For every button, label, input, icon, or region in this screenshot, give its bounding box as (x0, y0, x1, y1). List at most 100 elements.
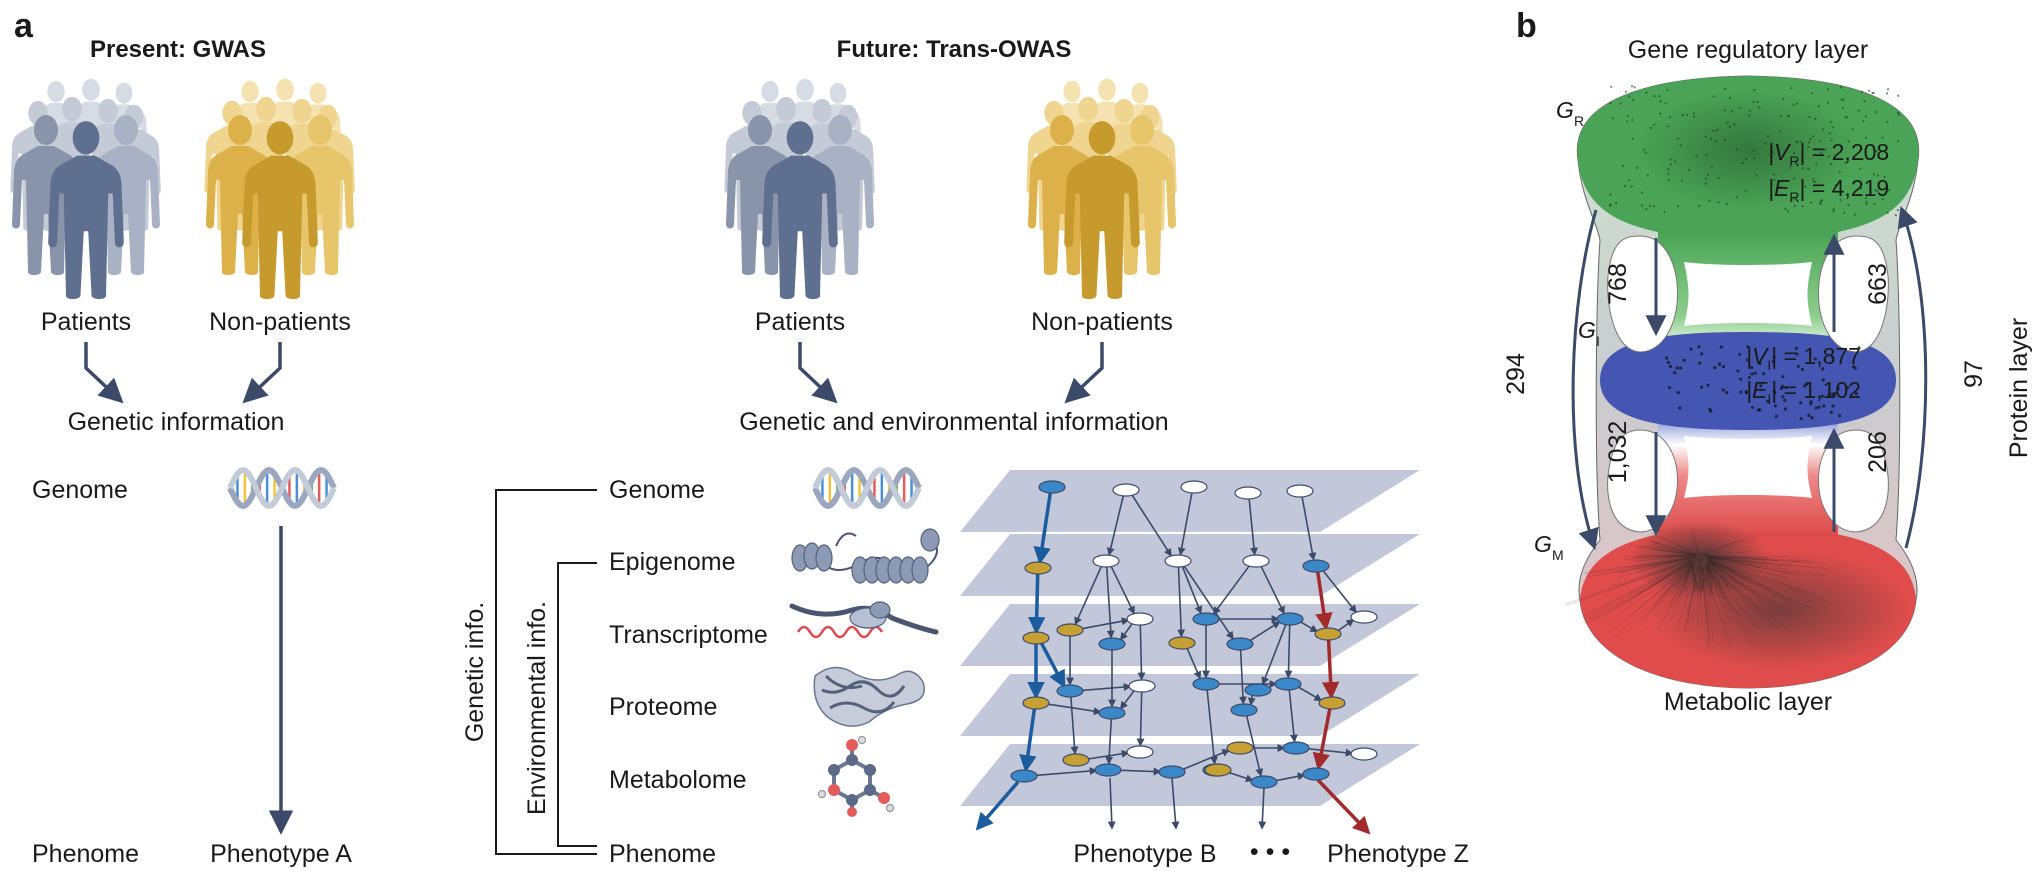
epigenome-chromatin-icon (791, 528, 940, 584)
network-node (1180, 480, 1208, 494)
network-node (1128, 679, 1156, 693)
network-edge (1186, 647, 1202, 680)
count-768: 768 (1604, 263, 1632, 305)
network-node (1092, 554, 1120, 568)
layer-plane (960, 534, 1420, 596)
network-edge (1136, 691, 1145, 747)
network-node (1226, 637, 1254, 651)
patients-crowd-present (10, 78, 161, 300)
network-node (1204, 763, 1232, 777)
network-node (1250, 775, 1278, 789)
phenotype-z-label: Phenotype Z (1327, 840, 1469, 868)
present-info-label: Genetic information (68, 408, 285, 436)
svg-text:|ER| = 4,219: |ER| = 4,219 (1768, 175, 1889, 205)
network-node (1234, 486, 1262, 500)
patients-crowd-future (724, 78, 875, 300)
network-edge (1074, 565, 1103, 626)
future-title: Future: Trans-OWAS (837, 36, 1072, 63)
protein-layer-label: Protein layer (2005, 318, 2033, 458)
network-node (1158, 765, 1186, 779)
network-edge (1019, 708, 1037, 773)
network-node (1098, 637, 1126, 651)
network-edge (1298, 620, 1319, 633)
network-edge (1284, 624, 1293, 679)
network-edge (1305, 747, 1354, 757)
network-edge (1273, 772, 1306, 782)
network-edge (1117, 767, 1162, 776)
network-edge (1181, 566, 1203, 615)
network-node (1244, 683, 1272, 697)
present-phenome-label: Phenome (32, 840, 139, 868)
phenotype-a-label: Phenotype A (210, 840, 352, 868)
network-node (1062, 753, 1090, 767)
dna-icon (227, 466, 337, 510)
er-stat: |ER| = 4,219 (1768, 175, 1889, 205)
network-edge (1120, 622, 1134, 641)
count-206: 206 (1864, 431, 1892, 473)
svg-text:G: G (1534, 531, 1552, 557)
network-edge (1312, 708, 1332, 771)
network-edge (1177, 566, 1186, 638)
layer-phenome-label: Phenome (609, 840, 716, 868)
count-97: 97 (1960, 360, 1988, 388)
network-edge (1296, 685, 1323, 702)
network-edge (1085, 749, 1130, 761)
network-edge (1105, 566, 1115, 639)
person-icon (242, 121, 318, 300)
person-icon (48, 121, 124, 300)
network-edge (1248, 621, 1281, 642)
svg-text:|EI| = 1,102: |EI| = 1,102 (1746, 377, 1861, 407)
gm-label: G M (1534, 531, 1564, 563)
network-node (1094, 763, 1122, 777)
network-node (1226, 741, 1254, 755)
network-edge (1212, 565, 1251, 615)
phenotype-edge (975, 780, 1020, 831)
network-edge (1248, 498, 1258, 556)
network-edge (1033, 767, 1098, 777)
person-icon (1064, 121, 1140, 300)
network-edge (1039, 642, 1066, 689)
network-node (1242, 554, 1270, 568)
count-663: 663 (1864, 263, 1892, 305)
phenotype-b-label: Phenotype B (1073, 840, 1216, 868)
metabolome-molecule-icon (818, 736, 894, 817)
network-node (1010, 769, 1038, 783)
network-edge (1177, 492, 1193, 556)
transcriptome-mrna-icon (789, 601, 939, 639)
network-node (1350, 747, 1378, 761)
future-patients-label: Patients (755, 308, 845, 336)
network-node (1314, 627, 1342, 641)
svg-text:R: R (1574, 113, 1584, 129)
panel-a-letter: a (14, 7, 34, 45)
network-edge (1260, 565, 1285, 615)
network-node (1274, 677, 1302, 691)
network-edge (1238, 649, 1247, 705)
layer-proteome-label: Proteome (609, 693, 717, 721)
count-294: 294 (1502, 353, 1530, 395)
future-info-label: Genetic and environmental information (739, 408, 1168, 436)
network-node (1038, 480, 1066, 494)
network-edge (1131, 494, 1172, 557)
layer-metabolome-label: Metabolome (609, 766, 747, 794)
network-node (1024, 561, 1052, 575)
present-nonpatients-label: Non-patients (209, 308, 351, 336)
network-edge (1322, 569, 1357, 614)
network-node (1302, 767, 1330, 781)
network-node (1350, 610, 1378, 624)
network-edges (975, 492, 1371, 835)
network-edge (1119, 689, 1136, 710)
network-node (1126, 745, 1154, 759)
network-edge (1027, 573, 1046, 635)
network-edge (1070, 696, 1079, 755)
network-node (1192, 612, 1220, 626)
network-node (1276, 612, 1304, 626)
vr-stat: |VR| = 2,208 (1768, 139, 1889, 169)
future-nonpatients-label: Non-patients (1031, 308, 1173, 336)
network-node (1230, 703, 1258, 717)
present-title: Present: GWAS (90, 36, 266, 63)
gene-regulatory-layer-label: Gene regulatory layer (1628, 36, 1868, 64)
network-edge (1183, 565, 1234, 640)
proteome-protein-icon (813, 666, 925, 727)
network-edge (1301, 496, 1317, 561)
